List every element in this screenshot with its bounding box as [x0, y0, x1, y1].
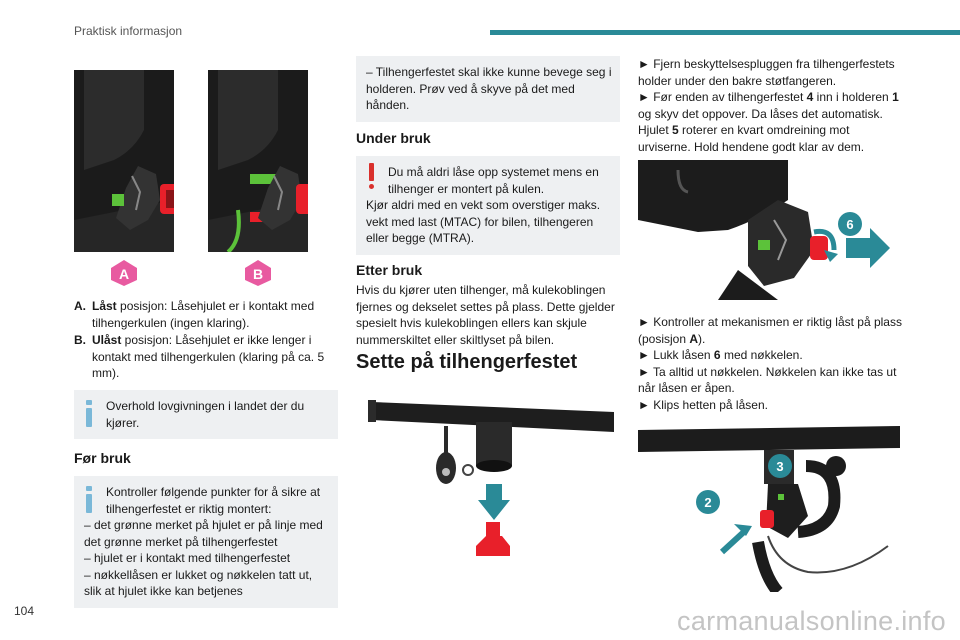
lock-wheel-illustration: 6	[638, 160, 894, 300]
legend-term: Låst	[92, 299, 117, 313]
info-note-checklist: Kontroller følgende punkter for å sikre …	[74, 476, 338, 608]
running-header: Praktisk informasjon	[74, 24, 183, 38]
label-b-badge: B	[245, 260, 271, 286]
watermark: carmanualsonline.info	[677, 606, 946, 636]
fitting-steps-1: ► Fjern beskyttelsespluggen fra tilhenge…	[638, 56, 904, 155]
svg-text:2: 2	[704, 495, 711, 510]
checklist-item: – det grønne merket på hjulet er på linj…	[84, 518, 323, 549]
svg-text:B: B	[253, 266, 263, 282]
legend-item-a: A. Låst posisjon: Låsehjulet er i kontak…	[74, 298, 338, 331]
heading-during-use: Under bruk	[356, 130, 431, 146]
label-a-badge: A	[111, 260, 137, 286]
legend-text: posisjon: Låsehjulet er i kontakt med ti…	[92, 299, 315, 330]
step-text: ► Fjern beskyttelsespluggen fra tilhenge…	[638, 57, 895, 88]
step-text: ► Klips hetten på låsen.	[638, 397, 768, 412]
unlocked-position-photo	[208, 70, 308, 252]
warning-text: Kjør aldri med en vekt som overstiger ma…	[366, 198, 601, 245]
info-note-law: Overhold lovgivningen i landet der du kj…	[74, 390, 338, 439]
step-text: ► Kontroller at mekanismen er riktig lås…	[638, 315, 902, 346]
svg-text:A: A	[119, 266, 129, 282]
legend-item-b: B. Ulåst posisjon: Låsehjulet er ikke le…	[74, 332, 338, 382]
step-text: ► Lukk låsen 6 med nøkkelen.	[638, 348, 803, 362]
note-text: Overhold lovgivningen i landet der du kj…	[106, 399, 305, 430]
heading-after-use: Etter bruk	[356, 262, 423, 278]
step-text: ► Før enden av tilhengerfestet 4 inn i h…	[638, 90, 899, 121]
svg-text:6: 6	[846, 217, 853, 232]
svg-text:3: 3	[776, 459, 783, 474]
warning-note: Du må aldri låse opp systemet mens en ti…	[356, 156, 620, 255]
after-use-text: Hvis du kjører uten tilhenger, må kuleko…	[356, 283, 615, 347]
warning-icon	[369, 163, 375, 189]
fitting-steps-2: ► Kontroller at mekanismen er riktig lås…	[638, 314, 904, 413]
warning-text: Du må aldri låse opp systemet mens en ti…	[388, 165, 599, 196]
info-icon	[86, 400, 92, 427]
hitch-holder-illustration	[368, 400, 614, 556]
note-continuation: – Tilhengerfestet skal ikke kunne bevege…	[356, 56, 620, 122]
page-number: 104	[14, 604, 35, 618]
legend-text: posisjon: Låsehjulet er ikke lenger i ko…	[92, 333, 325, 380]
heading-fitting: Sette på tilhengerfestet	[356, 351, 578, 373]
locked-position-photo	[74, 70, 174, 252]
checklist-intro: Kontroller følgende punkter for å sikre …	[106, 485, 321, 516]
legend-key: A.	[74, 299, 86, 313]
note-text: – Tilhengerfestet skal ikke kunne bevege…	[366, 65, 612, 112]
legend-term: Ulåst	[92, 333, 122, 347]
checklist-item: – nøkkellåsen er lukket og nøkkelen tatt…	[84, 567, 313, 599]
position-legend: A. Låst posisjon: Låsehjulet er i kontak…	[74, 298, 338, 383]
checklist-item: – hjulet er i kontakt med tilhengerfeste…	[84, 551, 291, 565]
legend-key: B.	[74, 333, 86, 347]
info-icon	[86, 486, 92, 513]
tow-ball-illustration: 2 3	[638, 426, 900, 592]
step-text: ► Ta alltid ut nøkkelen. Nøkkelen kan ik…	[638, 364, 897, 396]
header-accent-bar	[490, 30, 960, 35]
heading-before-use: Før bruk	[74, 450, 131, 466]
step-text: Hjulet 5 roterer en kvart omdreining mot…	[638, 123, 865, 154]
